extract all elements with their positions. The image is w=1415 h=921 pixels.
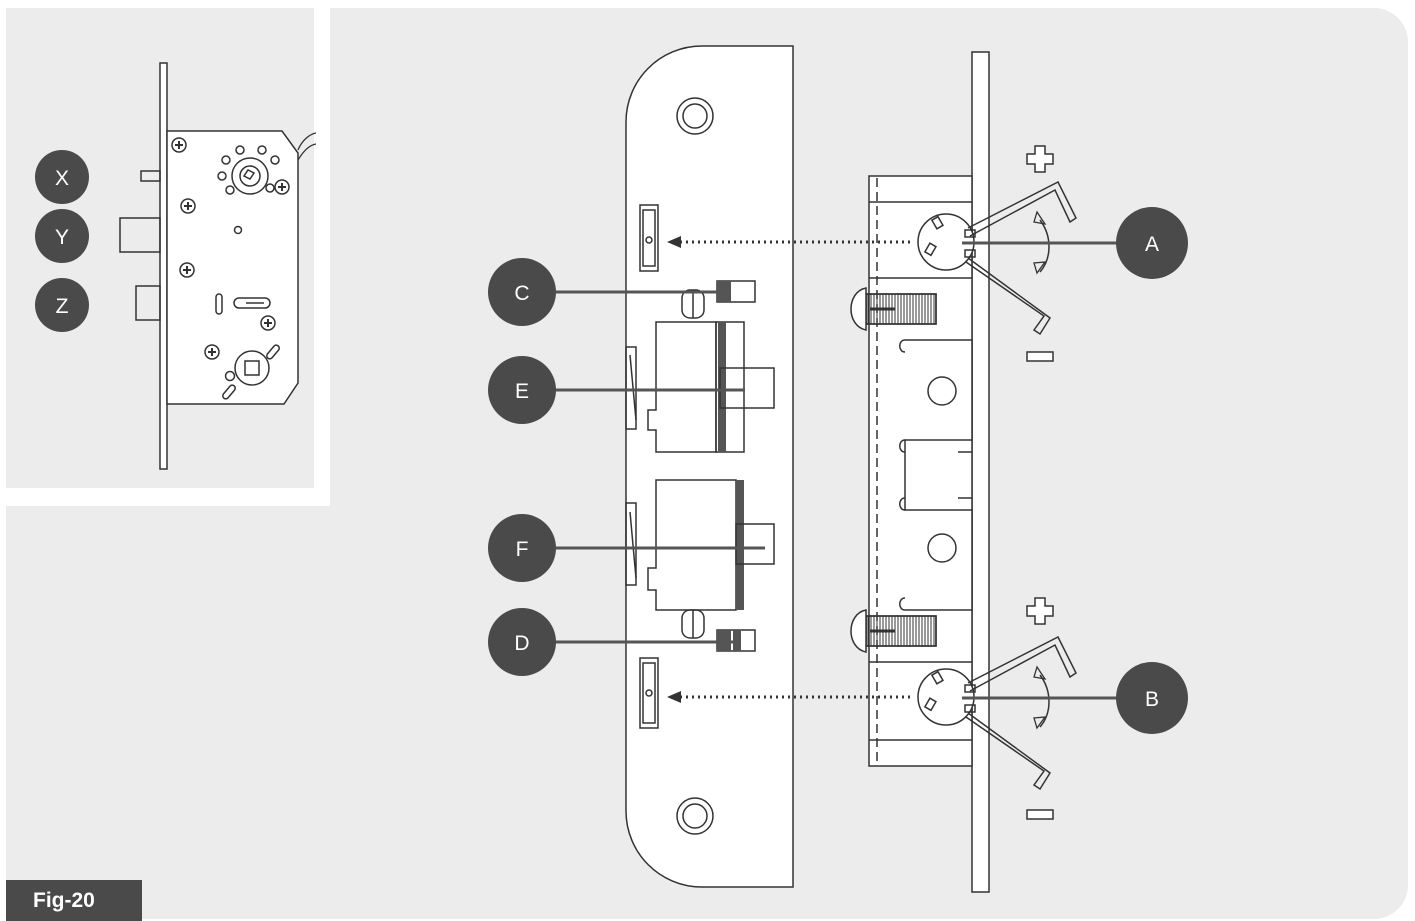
callout-x: X [35,150,89,204]
callout-label: D [514,632,529,655]
callout-b: B [1116,662,1188,734]
screw-icon [180,198,196,214]
arrowhead-icon [667,236,681,248]
callout-d: D [488,608,556,676]
callout-label: F [516,538,529,561]
callout-z: Z [35,278,89,332]
callout-label: Y [55,226,69,249]
callout-label: A [1145,233,1159,256]
callout-label: X [55,167,69,190]
callout-label: Z [56,295,69,318]
callout-f: F [488,514,556,582]
callout-label: C [514,282,529,305]
callout-y: Y [35,209,89,263]
plus-icon [1026,145,1054,173]
screw-icon [274,179,290,195]
screw-icon [179,262,195,278]
plus-icon [1026,597,1054,625]
screw-icon [260,315,276,331]
screw-icon [204,344,220,360]
screw-icon [171,137,187,153]
callout-e: E [488,356,556,424]
callout-label: B [1145,688,1159,711]
figure-label: Fig-20 [6,880,142,921]
faceplate [625,45,794,888]
callout-c: C [488,258,556,326]
minus-icon [1026,809,1054,820]
adjustment-mechanism [850,51,1077,893]
callout-leaders [550,241,1125,700]
rotate-arrow-icon [1033,665,1047,680]
minus-icon [1026,351,1054,362]
callout-a: A [1116,207,1188,279]
rotate-arrow-icon [1033,716,1047,730]
mortise-lock-inset [119,62,317,470]
callout-label: E [515,380,529,403]
rotate-arrow-icon [1033,261,1047,275]
arrowhead-icon [667,691,681,703]
rotate-arrow-icon [1033,210,1047,225]
